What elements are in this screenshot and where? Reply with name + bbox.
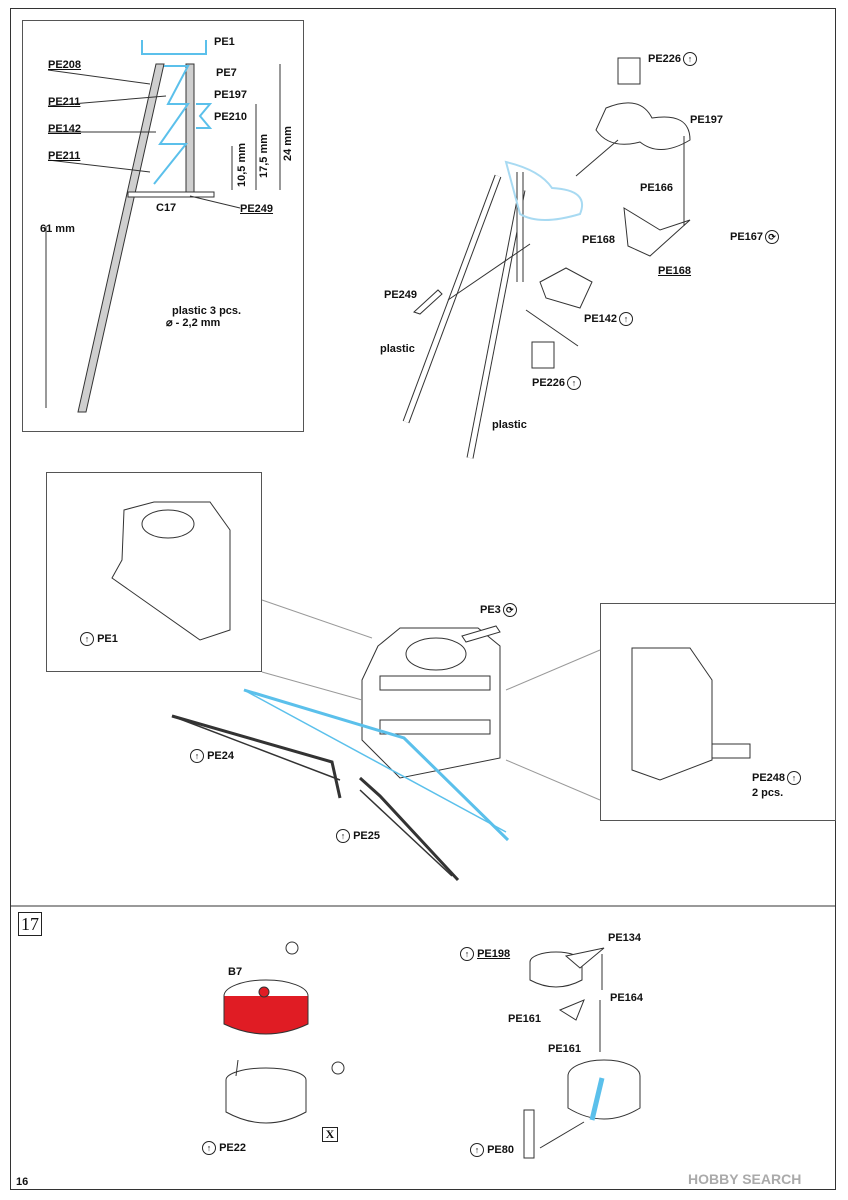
label-plastic-3pcs: plastic 3 pcs.: [172, 305, 242, 317]
fold-icon: ⟳: [765, 230, 780, 244]
label-diameter: ⌀ - 2,2 mm: [166, 317, 221, 329]
flip-icon: ↑: [80, 632, 94, 646]
label-pe168-left: PE168: [582, 234, 616, 246]
label-pe164: PE164: [610, 992, 644, 1004]
label-pe7: PE7: [216, 67, 237, 79]
step-number: 17: [18, 912, 42, 936]
label-pe142-assembly: PE142↑: [584, 312, 634, 326]
fold-icon: ⟳: [502, 603, 517, 617]
bridge-inset-right: [600, 603, 836, 821]
label-pe24: ↑ PE24: [188, 749, 234, 763]
label-pe134: PE134: [608, 932, 642, 944]
label-pe208: PE208: [48, 59, 82, 71]
label-pe167: PE167⟳: [730, 230, 780, 244]
flip-icon: ↑: [787, 771, 802, 785]
label-pe249-detail: PE249: [240, 203, 274, 215]
label-2pcs: 2 pcs.: [752, 787, 784, 799]
label-pe210: PE210: [214, 111, 248, 123]
label-plastic-left: plastic: [380, 343, 415, 355]
page-frame: [10, 8, 836, 1190]
label-pe211-upper: PE211: [48, 96, 81, 108]
label-pe249-assembly: PE249: [384, 289, 418, 301]
flip-icon: ↑: [336, 829, 350, 843]
flip-icon: ↑: [202, 1141, 216, 1155]
label-pe1-top: PE1: [214, 36, 235, 48]
flip-icon: ↑: [470, 1143, 484, 1157]
label-pe166: PE166: [640, 182, 674, 194]
label-plastic-right: plastic: [492, 419, 527, 431]
label-dim-24mm: 24 mm: [282, 126, 294, 161]
mast-detail-panel: [22, 20, 304, 432]
label-pe3: PE3⟳: [480, 603, 517, 617]
flip-icon: ↑: [567, 376, 582, 390]
label-pe80: ↑ PE80: [468, 1143, 514, 1157]
page-number: 16: [16, 1176, 29, 1188]
x-mark-box: X: [322, 1127, 338, 1142]
label-pe197-assembly: PE197: [690, 114, 724, 126]
label-length-61mm: 61 mm: [40, 223, 75, 235]
label-dim-10-5mm: 10,5 mm: [236, 142, 248, 187]
flip-icon: ↑: [460, 947, 474, 961]
label-pe168-right: PE168: [658, 265, 692, 277]
flip-icon: ↑: [190, 749, 204, 763]
label-pe226-top: PE226↑: [648, 52, 698, 66]
label-pe25: ↑ PE25: [334, 829, 380, 843]
label-pe142-detail: PE142: [48, 123, 82, 135]
label-pe226-bottom: PE226↑: [532, 376, 582, 390]
flip-icon: ↑: [683, 52, 698, 66]
label-pe161-upper: PE161: [508, 1013, 542, 1025]
label-pe248: PE248↑: [752, 771, 802, 785]
label-pe22: ↑ PE22: [200, 1141, 246, 1155]
label-pe161-lower: PE161: [548, 1043, 582, 1055]
label-pe197-detail: PE197: [214, 89, 248, 101]
label-pe211-lower: PE211: [48, 150, 81, 162]
watermark-logo: HOBBY SEARCH: [688, 1171, 802, 1187]
label-c17: C17: [156, 202, 177, 214]
label-dim-17-5mm: 17,5 mm: [258, 133, 270, 178]
flip-icon: ↑: [619, 312, 634, 326]
label-pe198: ↑ PE198: [458, 947, 510, 961]
label-pe1-inset: ↑ PE1: [78, 632, 118, 646]
label-b7: B7: [228, 966, 243, 978]
